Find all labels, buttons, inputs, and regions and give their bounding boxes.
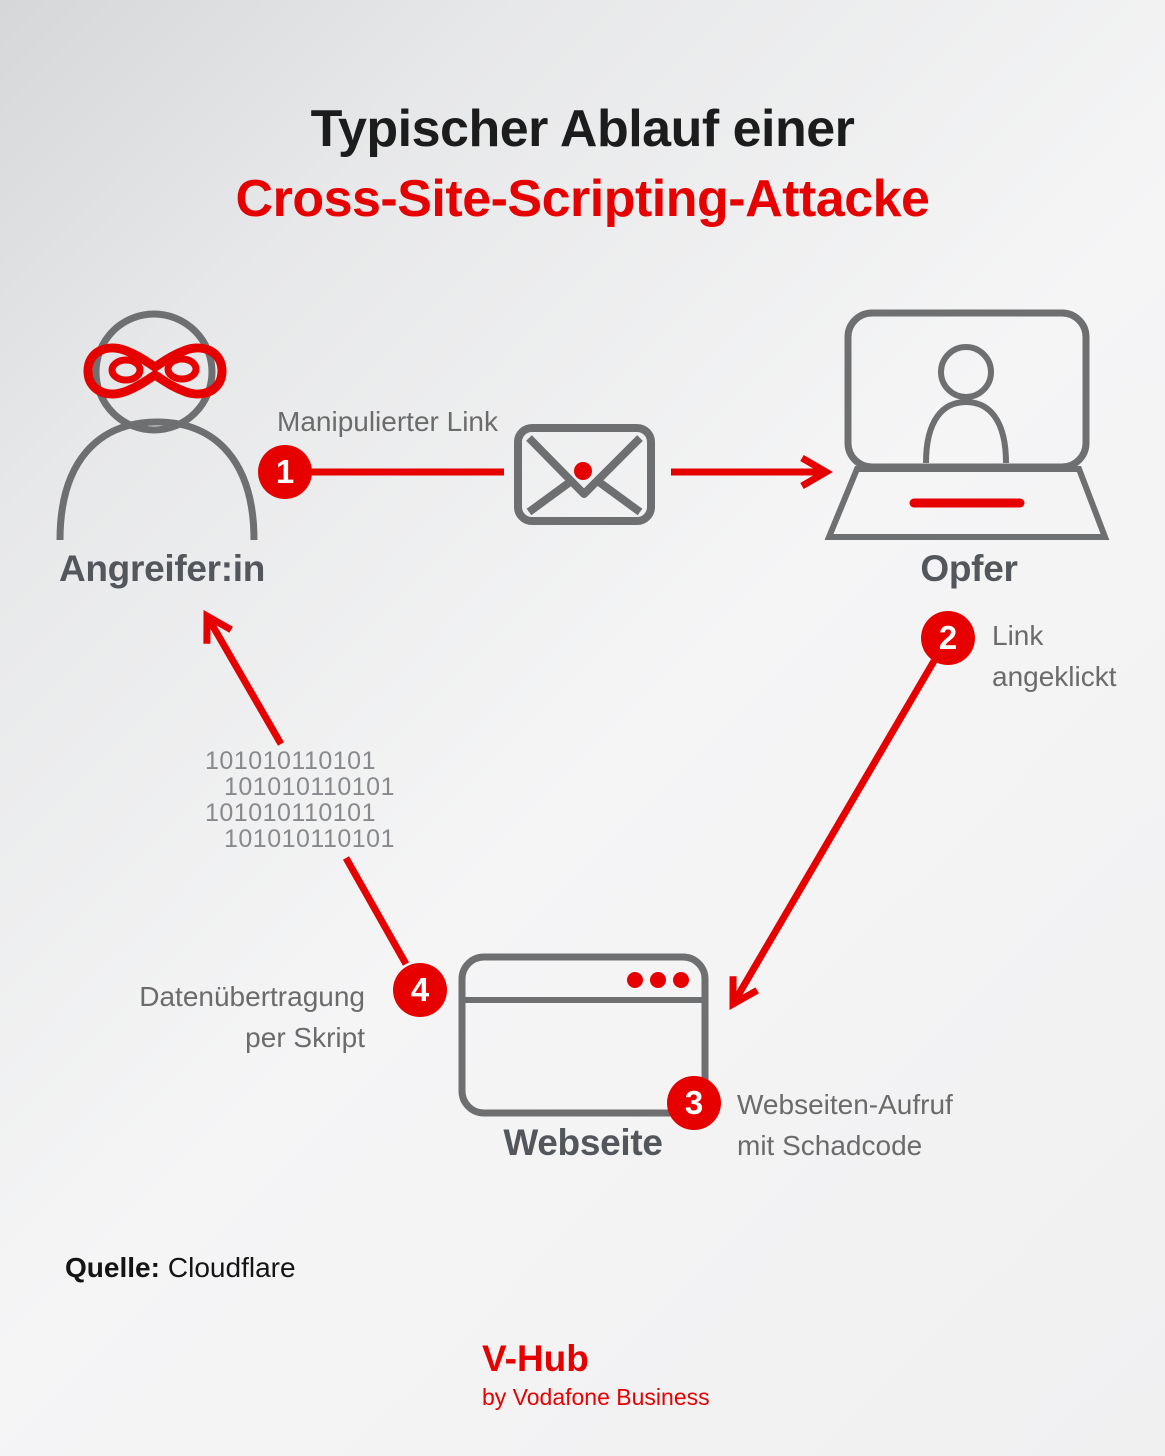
binary-line: 101010110101: [224, 773, 395, 801]
attacker-shoulders: [56, 418, 258, 541]
browser-dots-icon: [627, 972, 689, 988]
step-3-label: Webseiten-Aufruf mit Schadcode: [737, 1089, 953, 1161]
victim-avatar-icon: [923, 344, 1009, 464]
binary-line: 101010110101: [205, 747, 376, 775]
binary-code-block: 101010110101 101010110101 101010110101 1…: [205, 748, 395, 852]
title-line-1: Typischer Ablauf einer: [310, 100, 855, 158]
burglar-mask-icon: [83, 343, 227, 399]
masked-attacker-icon: [56, 310, 258, 541]
attacker-label: Angreifer:in: [58, 548, 266, 589]
laptop-user-icon: [824, 309, 1110, 540]
step-3-badge: 3: [667, 1076, 721, 1130]
attacker-head: [92, 310, 216, 434]
step-4-label: Datenübertragung per Skript: [139, 981, 365, 1053]
source-value: Cloudflare: [167, 1252, 296, 1283]
source-label: Quelle:: [65, 1252, 160, 1283]
arrow-step4: [203, 609, 410, 966]
binary-line: 101010110101: [205, 799, 376, 827]
arrow-step2: [729, 659, 938, 1010]
binary-line: 101010110101: [224, 825, 395, 853]
malicious-link-dot: [574, 462, 592, 480]
step-2-badge: 2: [921, 611, 975, 665]
source-credit: Quelle:Cloudflare: [65, 1252, 296, 1284]
laptop-base: [824, 466, 1110, 540]
title-line-2: Cross-Site-Scripting-Attacke: [235, 170, 930, 228]
step-4-badge: 4: [393, 963, 447, 1017]
step-2-label: Link angeklickt: [992, 620, 1117, 692]
vhub-logo: V-Hub: [482, 1338, 589, 1379]
envelope-icon: [514, 424, 655, 525]
laptop-screen: [844, 309, 1090, 471]
vhub-byline: by Vodafone Business: [482, 1384, 710, 1410]
step-1-badge: 1: [258, 445, 312, 499]
website-label: Webseite: [503, 1122, 663, 1163]
victim-label: Opfer: [920, 548, 1018, 589]
step-1-label: Manipulierter Link: [277, 406, 498, 437]
browser-window-icon: [458, 953, 709, 1117]
